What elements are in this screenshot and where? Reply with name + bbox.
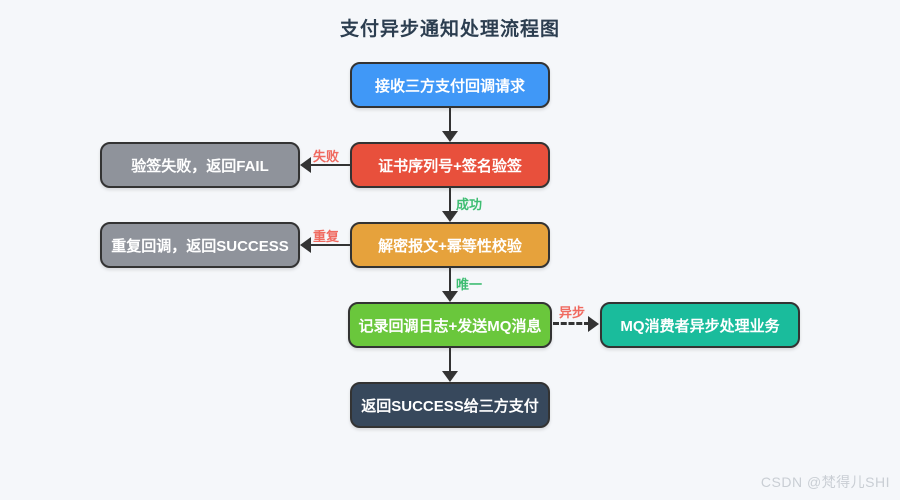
connector-log-to-return (449, 348, 451, 372)
node-log-send-mq: 记录回调日志+发送MQ消息 (348, 302, 552, 348)
connector-receive-to-verify (449, 108, 451, 132)
arrowhead-log-to-consumer (588, 316, 599, 332)
node-verify-fail-return-label: 验签失败，返回FAIL (131, 157, 269, 175)
node-return-success: 返回SUCCESS给三方支付 (350, 382, 550, 428)
watermark: CSDN @梵得儿SHI (760, 474, 890, 490)
page-title: 支付异步通知处理流程图 (339, 19, 560, 40)
connector-decrypt-to-duplicate (310, 244, 350, 246)
arrowhead-log-to-return (442, 371, 458, 382)
node-duplicate-return: 重复回调，返回SUCCESS (100, 222, 300, 268)
edge-label-unique: 唯一 (456, 277, 483, 292)
edge-label-duplicate: 重复 (313, 229, 340, 244)
arrowhead-receive-to-verify (442, 131, 458, 142)
node-decrypt-idempotent: 解密报文+幂等性校验 (350, 222, 550, 268)
edge-label-async: 异步 (559, 305, 586, 320)
node-receive-callback-label: 接收三方支付回调请求 (374, 77, 525, 95)
node-log-send-mq-label: 记录回调日志+发送MQ消息 (358, 317, 542, 335)
edge-label-fail: 失败 (313, 149, 340, 164)
connector-log-to-consumer (553, 322, 590, 325)
node-decrypt-idempotent-label: 解密报文+幂等性校验 (378, 237, 522, 255)
arrowhead-verify-to-fail (300, 157, 311, 173)
node-duplicate-return-label: 重复回调，返回SUCCESS (111, 237, 289, 255)
node-signature-verify-label: 证书序列号+签名验签 (378, 157, 522, 175)
node-verify-fail-return: 验签失败，返回FAIL (100, 142, 300, 188)
arrowhead-decrypt-to-duplicate (300, 237, 311, 253)
connector-verify-to-fail (310, 164, 350, 166)
node-mq-consumer-label: MQ消费者异步处理业务 (620, 317, 780, 335)
arrowhead-decrypt-to-log (442, 291, 458, 302)
edge-label-success: 成功 (456, 197, 483, 212)
node-signature-verify: 证书序列号+签名验签 (350, 142, 550, 188)
node-return-success-label: 返回SUCCESS给三方支付 (361, 397, 539, 415)
connector-verify-to-decrypt (449, 188, 451, 212)
arrowhead-verify-to-decrypt (442, 211, 458, 222)
connector-decrypt-to-log (449, 268, 451, 292)
node-mq-consumer: MQ消费者异步处理业务 (600, 302, 800, 348)
node-receive-callback: 接收三方支付回调请求 (350, 62, 550, 108)
